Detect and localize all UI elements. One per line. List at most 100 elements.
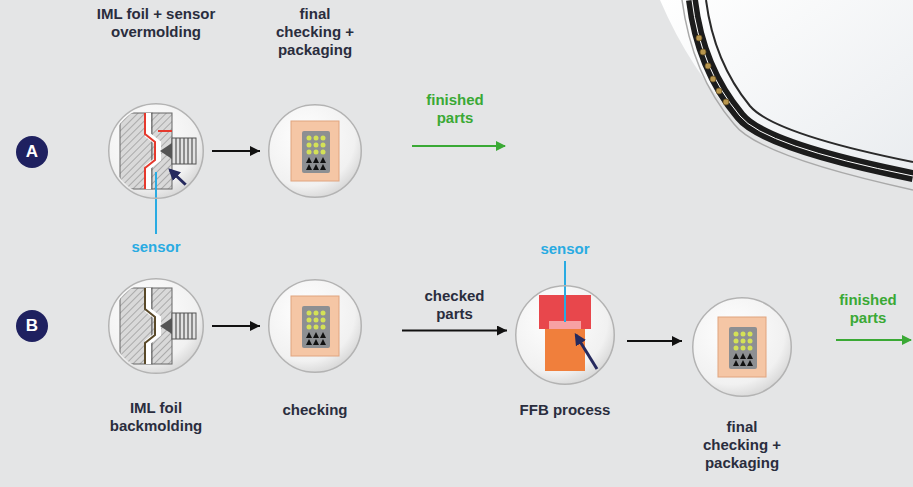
row-badge: B [16,310,48,342]
mold-illustration [158,130,172,132]
card-illustration [741,346,746,351]
callout-label: sensor [116,238,196,256]
step-title: checking [265,401,365,419]
card-illustration [733,353,739,359]
card-illustration [307,136,326,155]
card-illustration [314,150,319,155]
flow-arrow [212,325,260,327]
leader-line [155,172,157,234]
card-illustration [734,339,739,344]
circle-outline [268,104,362,198]
card-illustration [302,131,330,173]
card-illustration [314,311,319,316]
card-illustration [718,317,766,377]
card-illustration [306,157,312,163]
circle-outline [268,279,362,373]
step-heading: checking [265,401,365,419]
card-illustration [306,157,326,170]
circle-outline [693,298,792,397]
circle-outline [515,285,615,385]
card-illustration [291,296,339,356]
card-illustration [734,332,753,351]
circle-outline [516,286,615,385]
card-illustration [302,306,330,348]
card-illustration [307,325,312,330]
card-illustration [306,164,312,170]
circle-outline [269,280,362,373]
card-illustration [748,339,753,344]
row-letter: A [16,136,48,168]
mold-illustration [172,138,196,164]
card-illustration [321,325,326,330]
row-badge: A [16,136,48,168]
process-disc [692,297,792,397]
card-illustration [321,136,326,141]
card-illustration [307,318,312,323]
card-illustration [321,150,326,155]
card-illustration [734,346,739,351]
mold-illustration [176,138,192,164]
card-illustration [313,339,319,345]
card-illustration [734,332,739,337]
step-title: final checking + packaging [267,5,363,59]
output-label: finished parts [832,291,904,327]
mold-illustration [172,313,196,339]
product-photo [692,0,913,176]
circle-outline [269,105,362,198]
leader-line [564,261,566,322]
process-circle: IML foil + sensor overmolding [108,103,204,199]
ffb-illustration [549,321,581,330]
edge-label: checked parts [417,287,493,323]
card-illustration [741,332,746,337]
output-label: finished parts [419,91,491,127]
circle-outline [108,278,204,374]
card-illustration [307,150,312,155]
circle-outline [692,297,792,397]
step-title: IML foil + sensor overmolding [96,5,216,41]
flow-arrow [402,330,507,332]
card-illustration [314,325,319,330]
card-illustration [740,353,746,359]
step-title: final checking + packaging [694,418,790,472]
product-photo [710,76,716,82]
output-label: finished parts [419,91,491,127]
mold-illustration [160,143,172,159]
process-disc [268,104,362,198]
card-illustration [307,311,312,316]
card-illustration [291,121,339,181]
circle-outline [109,279,204,374]
process-circle: IML foil backmolding [108,278,204,374]
card-illustration [733,353,753,366]
mold-illustration [120,288,196,364]
product-photo [696,35,729,105]
row-letter: B [16,310,48,342]
card-illustration [741,339,746,344]
badge-shape [16,310,48,342]
output-label: finished parts [832,291,904,327]
process-circle: checking [268,279,362,373]
card-illustration [747,353,753,359]
product-photo [692,0,913,176]
step-heading: IML foil + sensor overmolding [96,5,216,41]
circle-outline [108,103,204,199]
circle-outline [109,104,204,199]
mold-illustration [148,288,158,364]
mold-illustration [160,318,172,334]
card-illustration [291,296,339,356]
process-disc [108,278,204,374]
product-photo [700,49,706,55]
product-photo [682,0,913,190]
process-circle: FFB process [515,285,615,385]
card-illustration [320,157,326,163]
ffb-illustration [545,329,585,371]
product-photo [706,0,913,162]
card-illustration [321,318,326,323]
step-title: FFB process [510,401,620,419]
output-arrow [836,339,911,341]
card-illustration [748,332,753,337]
card-illustration [314,136,319,141]
card-illustration [306,339,312,345]
card-illustration [314,143,319,148]
card-illustration [321,143,326,148]
mold-illustration [145,113,155,189]
